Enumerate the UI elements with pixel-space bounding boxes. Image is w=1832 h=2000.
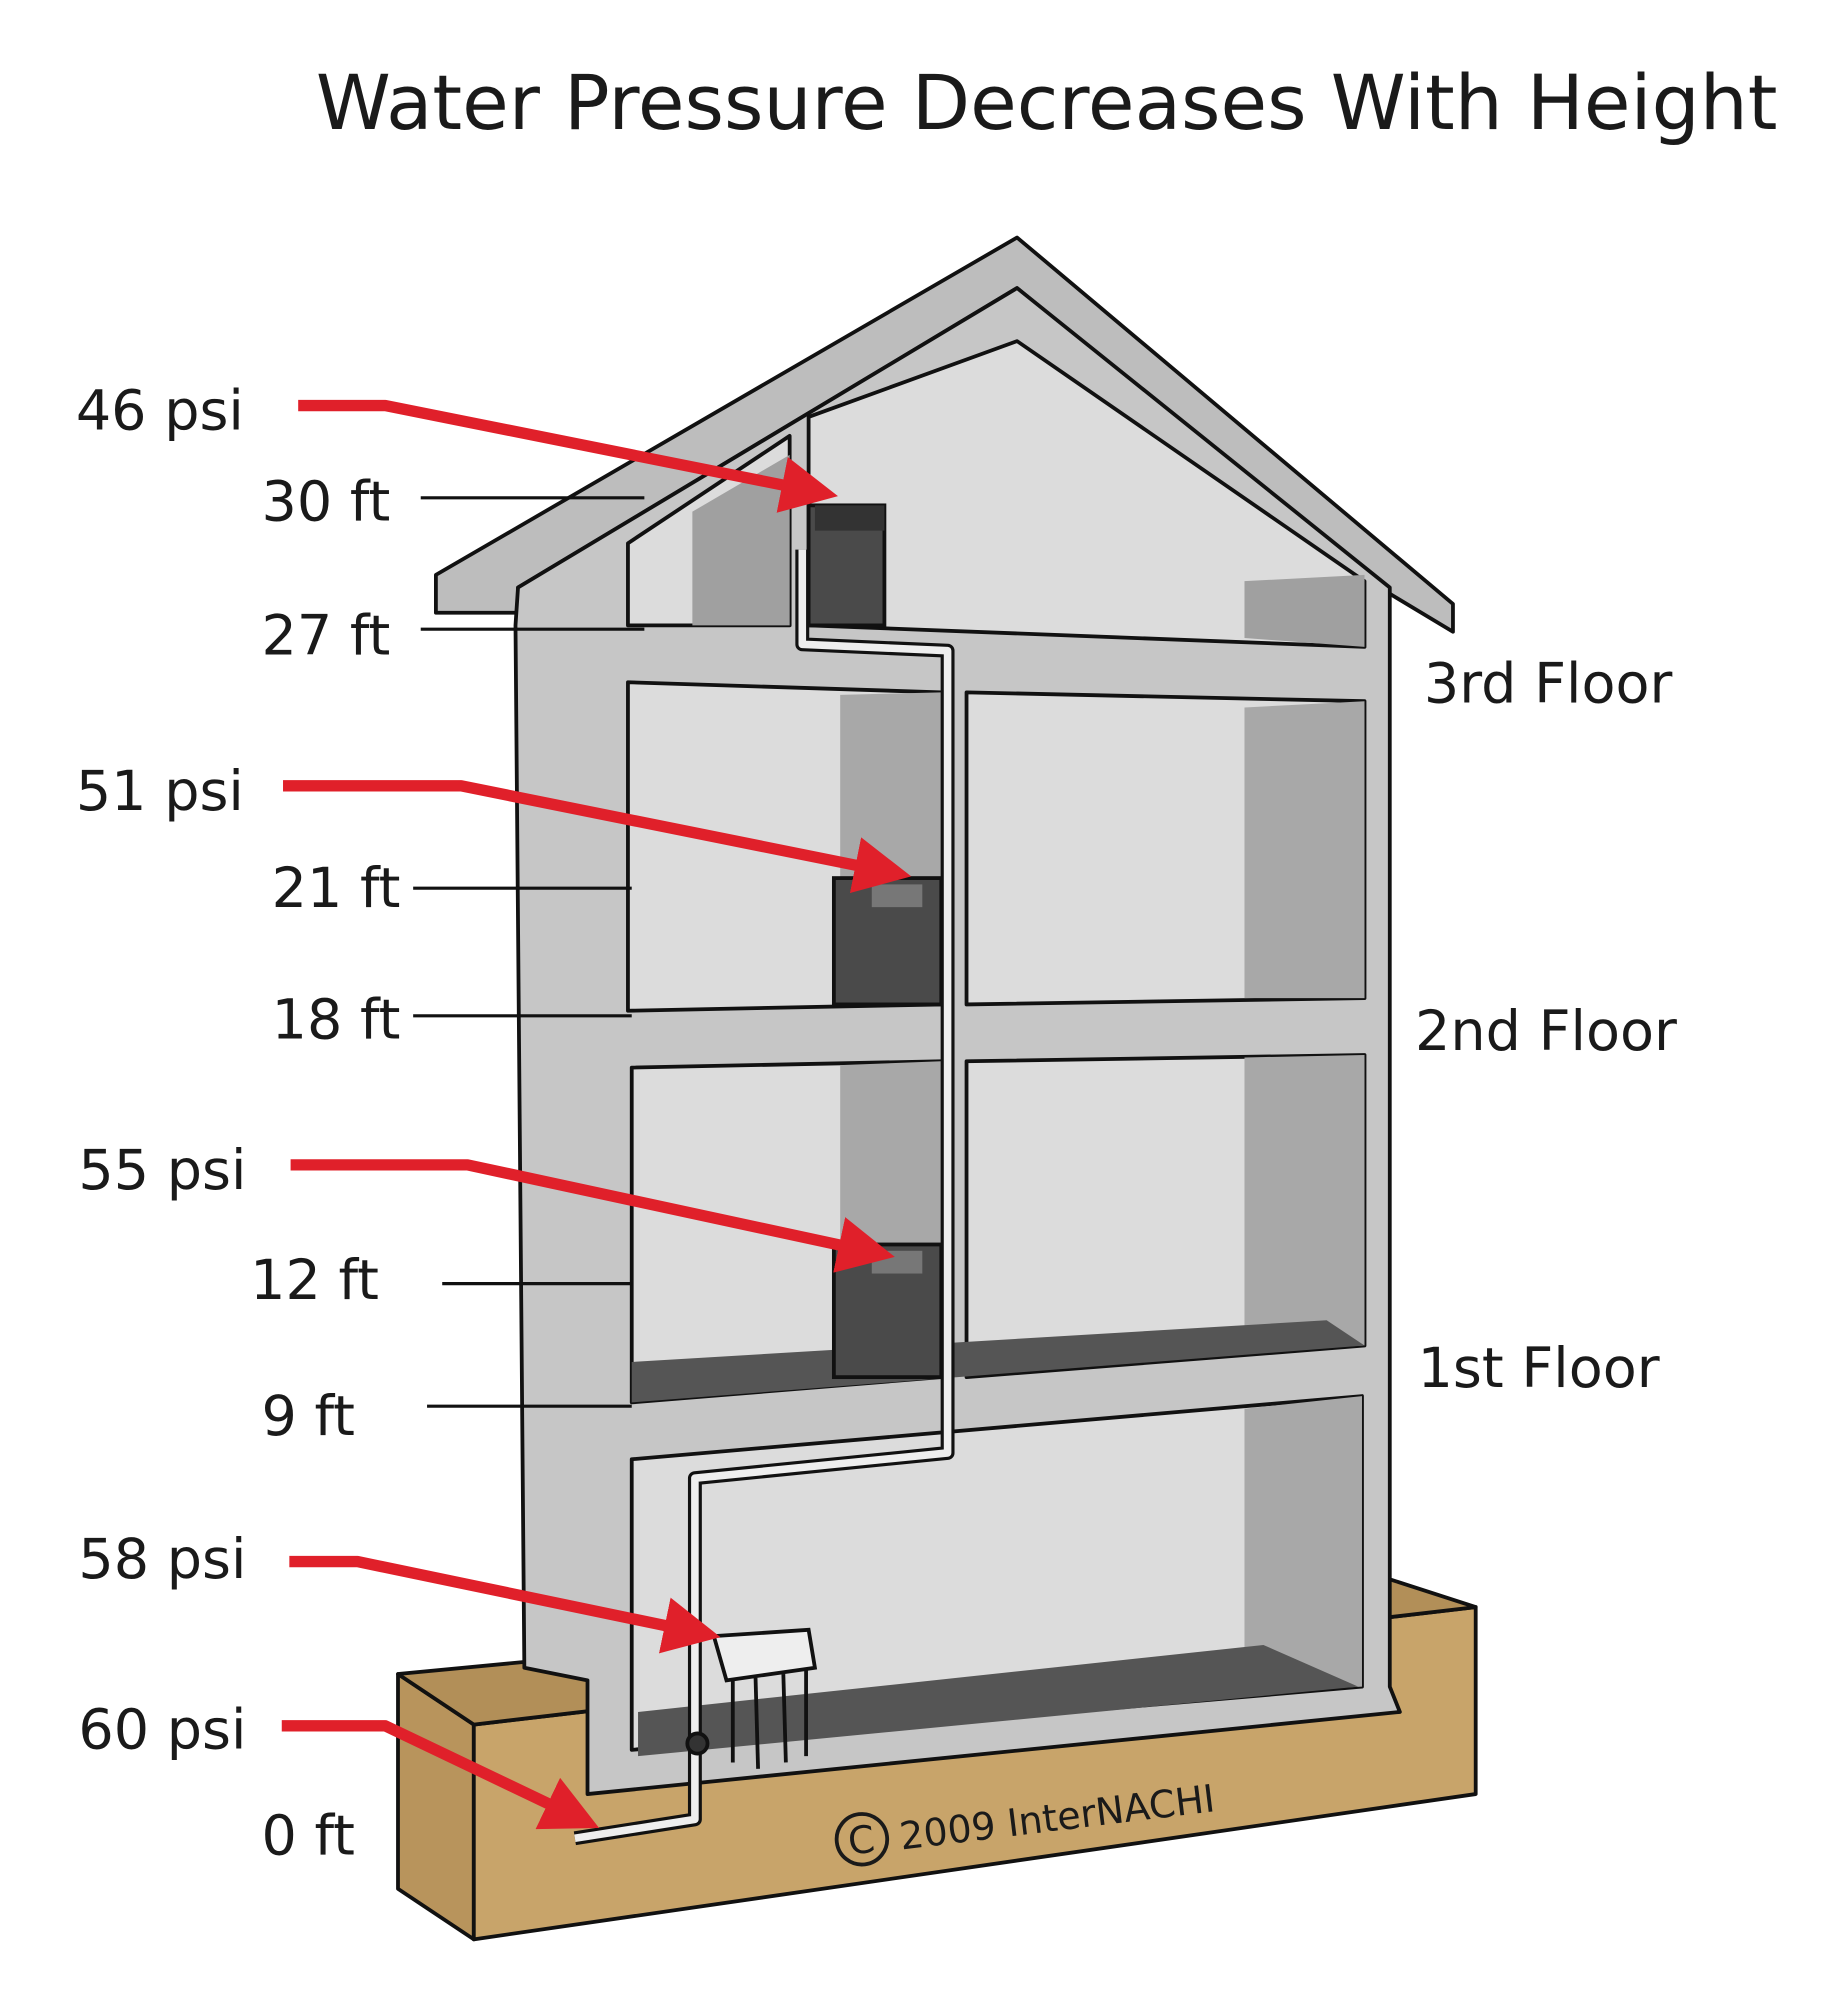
arrow-51-psi — [283, 780, 912, 894]
height-label: 27 ft — [262, 603, 391, 668]
floor-label-2nd: 2nd Floor — [1415, 999, 1677, 1064]
height-label: 9 ft — [262, 1384, 355, 1449]
arrow-46-psi — [298, 399, 838, 513]
height-label: 18 ft — [272, 988, 401, 1053]
height-label: 30 ft — [262, 470, 391, 535]
floor-label-1st: 1st Floor — [1418, 1336, 1660, 1401]
pressure-label: 58 psi — [78, 1527, 246, 1592]
pressure-label: 60 psi — [78, 1698, 246, 1763]
svg-text:C: C — [846, 1817, 878, 1864]
fixture-attic — [806, 503, 887, 628]
pressure-label: 46 psi — [76, 379, 244, 444]
height-label: 0 ft — [262, 1804, 355, 1869]
pressure-label: 51 psi — [76, 759, 244, 824]
utility-sink — [685, 1627, 818, 1769]
height-label: 21 ft — [272, 856, 401, 921]
pressure-label: 55 psi — [78, 1138, 246, 1203]
height-leader-lines — [413, 496, 645, 1408]
diagram-title: Water Pressure Decreases With Height — [316, 59, 1778, 147]
pressure-arrows — [281, 399, 912, 1830]
fixture-second-floor — [831, 876, 944, 1007]
height-label: 12 ft — [250, 1248, 379, 1313]
arrow-55-psi — [290, 1159, 895, 1273]
arrow-58-psi — [289, 1555, 721, 1654]
fixture-first-floor — [831, 1242, 944, 1380]
floor-label-3rd: 3rd Floor — [1424, 651, 1673, 716]
copyright-icon — [834, 1812, 890, 1867]
water-pipe — [573, 549, 955, 1846]
arrow-60-psi — [281, 1720, 600, 1830]
